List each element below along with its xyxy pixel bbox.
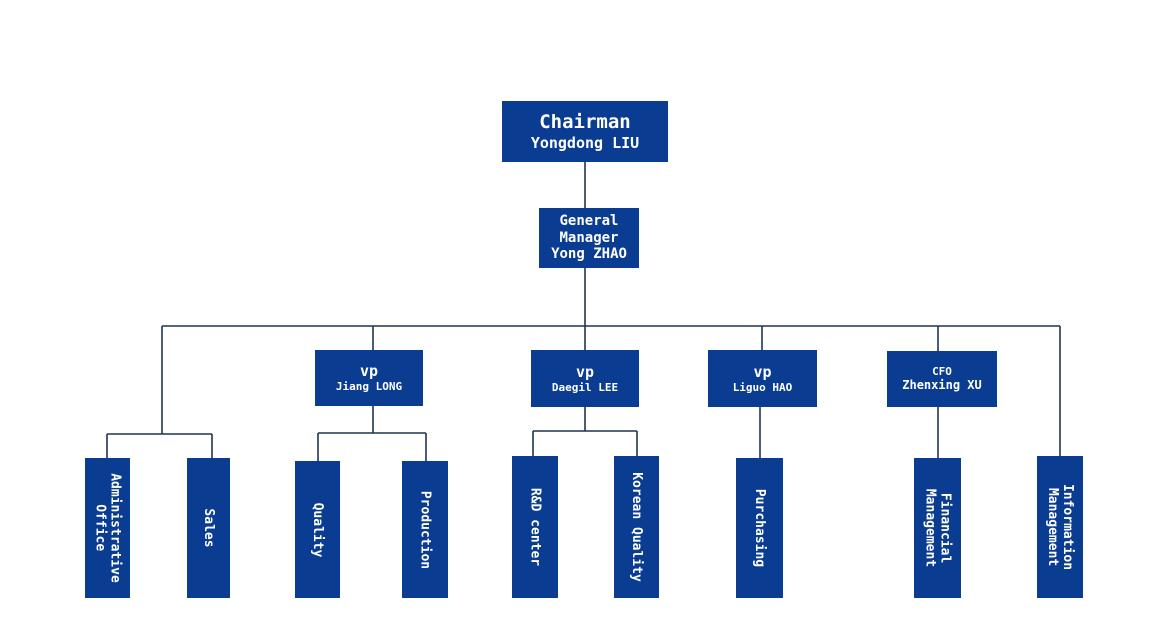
dept-rd-center: R&D center	[512, 456, 558, 598]
dept-sales: Sales	[187, 458, 230, 598]
exec-title: vp	[575, 362, 595, 381]
exec-name: Jiang LONG	[335, 380, 403, 394]
exec-title: vp	[359, 362, 379, 381]
general-manager-title-line1: General	[559, 212, 619, 229]
exec-box-4: CFO Zhenxing XU	[887, 351, 997, 407]
exec-box-1: vp Jiang LONG	[315, 350, 423, 406]
general-manager-title-line2: Manager	[559, 229, 619, 246]
exec-title: vp	[753, 362, 772, 381]
dept-quality: Quality	[295, 461, 340, 598]
exec-title: CFO	[932, 365, 952, 379]
exec-box-2: vp Daegil LEE	[531, 350, 639, 407]
general-manager-box: General Manager Yong ZHAO	[539, 208, 639, 268]
exec-name: Daegil LEE	[551, 380, 619, 394]
chairman-box: Chairman Yongdong LIU	[502, 101, 668, 162]
exec-name: Liguo HAO	[732, 380, 793, 394]
exec-name: Zhenxing XU	[902, 378, 982, 393]
general-manager-name: Yong ZHAO	[551, 246, 627, 263]
chairman-name: Yongdong LIU	[530, 133, 640, 152]
dept-korean-quality: Korean Quality	[614, 456, 659, 598]
chairman-title: Chairman	[539, 111, 631, 134]
exec-box-3: vp Liguo HAO	[708, 350, 817, 407]
dept-production: Production	[402, 461, 448, 598]
dept-purchasing: Purchasing	[736, 458, 783, 598]
